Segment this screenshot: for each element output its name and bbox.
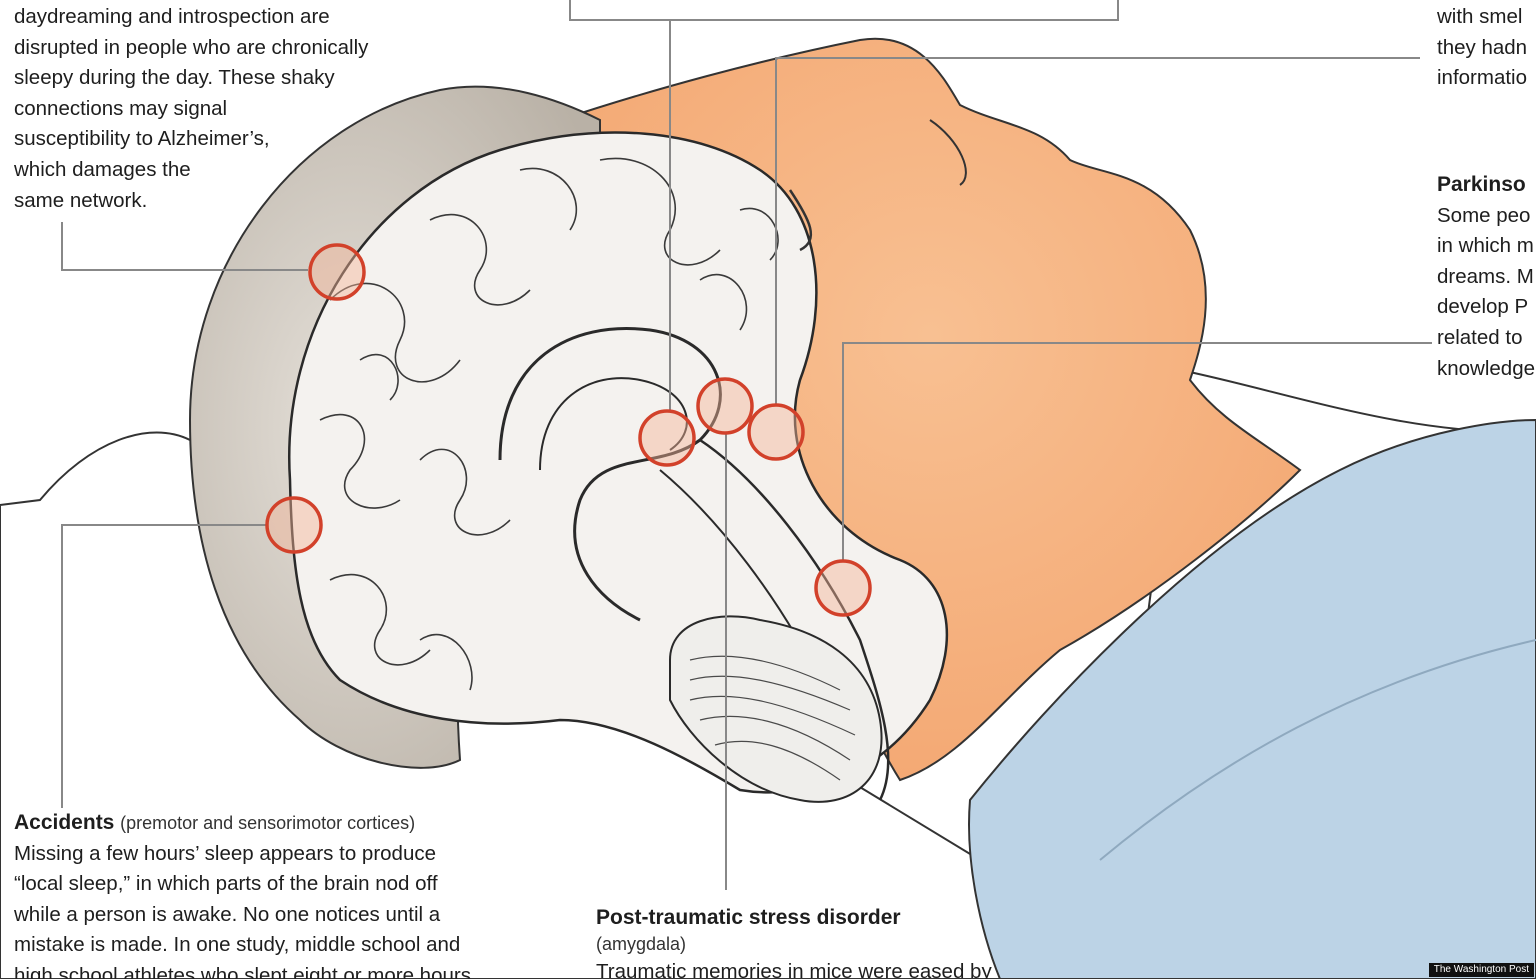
- ptsd-note: Post-traumatic stress disorder (amygdala…: [596, 904, 992, 979]
- region-markers: [265, 243, 872, 617]
- note-line: disrupted in people who are chronically: [14, 35, 369, 59]
- leader-parkinsons: [842, 342, 1432, 562]
- nose: [929, 119, 967, 186]
- right-top-note: with smel they hadn informatio: [1437, 2, 1527, 94]
- note-line: they hadn: [1437, 35, 1528, 59]
- parkinsons-note: Parkinso Some peo in which m dreams. M d…: [1437, 170, 1535, 384]
- note-line: daydreaming and introspection are: [14, 5, 330, 28]
- note-line: mistake is made. In one study, middle sc…: [14, 933, 461, 957]
- ptsd-subtitle: (amygdala): [596, 934, 687, 954]
- ptsd-heading: Post-traumatic stress disorder: [596, 906, 901, 929]
- note-line: related to: [1437, 325, 1523, 349]
- memory-marker-left: [638, 409, 696, 467]
- note-line: in which m: [1437, 234, 1534, 258]
- memory-marker-right: [747, 403, 805, 461]
- note-line: Missing a few hours’ sleep appears to pr…: [14, 841, 437, 865]
- note-line: same network.: [14, 188, 148, 212]
- parkinsons-marker: [814, 559, 872, 617]
- accidents-subtitle: (premotor and sensorimotor cortices): [120, 813, 416, 833]
- note-line: develop P: [1437, 295, 1529, 319]
- alzheimers-marker: [308, 243, 366, 301]
- default-mode-note: daydreaming and introspection are disrup…: [14, 2, 368, 216]
- parkinsons-heading: Parkinso: [1437, 173, 1526, 196]
- note-line: Traumatic memories in mice were eased by: [596, 960, 992, 979]
- note-line: susceptibility to Alzheimer’s,: [14, 127, 270, 151]
- leader-accidents: [61, 524, 266, 808]
- blanket: [968, 418, 1536, 979]
- brain-folds: [319, 157, 779, 691]
- note-line: “local sleep,” in which parts of the bra…: [14, 872, 438, 896]
- note-line: informatio: [1437, 66, 1528, 90]
- leader-memory-right: [775, 57, 1420, 405]
- blanket-fold: [1099, 639, 1536, 861]
- accidents-marker: [265, 496, 323, 554]
- cerebellum: [669, 615, 883, 803]
- leader-alzheimers: [61, 222, 308, 271]
- note-line: while a person is awake. No one notices …: [14, 902, 441, 926]
- leader-lines: [61, 0, 1432, 890]
- accidents-note: Accidents (premotor and sensorimotor cor…: [14, 808, 471, 979]
- leader-top-box: [569, 0, 1119, 21]
- accidents-heading: Accidents: [14, 811, 115, 834]
- note-line: which damages the: [14, 157, 191, 181]
- memory-marker-center: [696, 377, 754, 435]
- closed-eye: [788, 189, 812, 252]
- corpus-callosum: [498, 327, 722, 622]
- note-line: with smel: [1437, 5, 1523, 28]
- credit-badge: The Washington Post: [1428, 963, 1534, 977]
- brainstem: [699, 438, 890, 801]
- note-line: high school athletes who slept eight or …: [14, 963, 471, 979]
- note-line: knowledge: [1437, 356, 1536, 380]
- note-line: connections may signal: [14, 96, 228, 120]
- note-line: sleepy during the day. These shaky: [14, 66, 335, 90]
- note-line: dreams. M: [1437, 264, 1534, 288]
- inner-arc: [539, 377, 688, 471]
- note-line: Some peo: [1437, 203, 1531, 227]
